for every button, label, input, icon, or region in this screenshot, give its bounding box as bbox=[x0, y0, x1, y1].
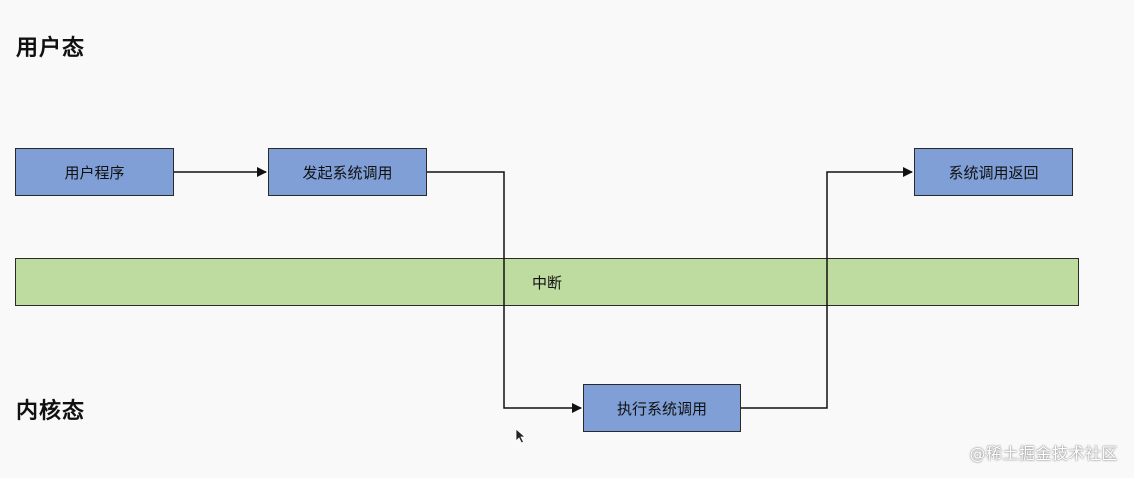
execute-syscall-label: 执行系统调用 bbox=[616, 399, 707, 418]
syscall-start-node: 发起系统调用 bbox=[268, 148, 427, 196]
user-program-label: 用户程序 bbox=[64, 163, 125, 182]
watermark: @稀土掘金技术社区 bbox=[969, 444, 1118, 463]
execute-syscall-node: 执行系统调用 bbox=[583, 384, 741, 432]
kernel-mode-label: 内核态 bbox=[16, 399, 86, 424]
mouse-cursor-icon bbox=[515, 428, 527, 444]
interrupt-band-label: 中断 bbox=[531, 273, 562, 292]
syscall-return-node: 系统调用返回 bbox=[914, 148, 1073, 196]
syscall-start-label: 发起系统调用 bbox=[302, 163, 393, 182]
syscall-return-label: 系统调用返回 bbox=[948, 163, 1039, 182]
interrupt-band: 中断 bbox=[15, 258, 1079, 306]
user-program-node: 用户程序 bbox=[15, 148, 174, 196]
user-mode-label: 用户态 bbox=[16, 36, 86, 61]
